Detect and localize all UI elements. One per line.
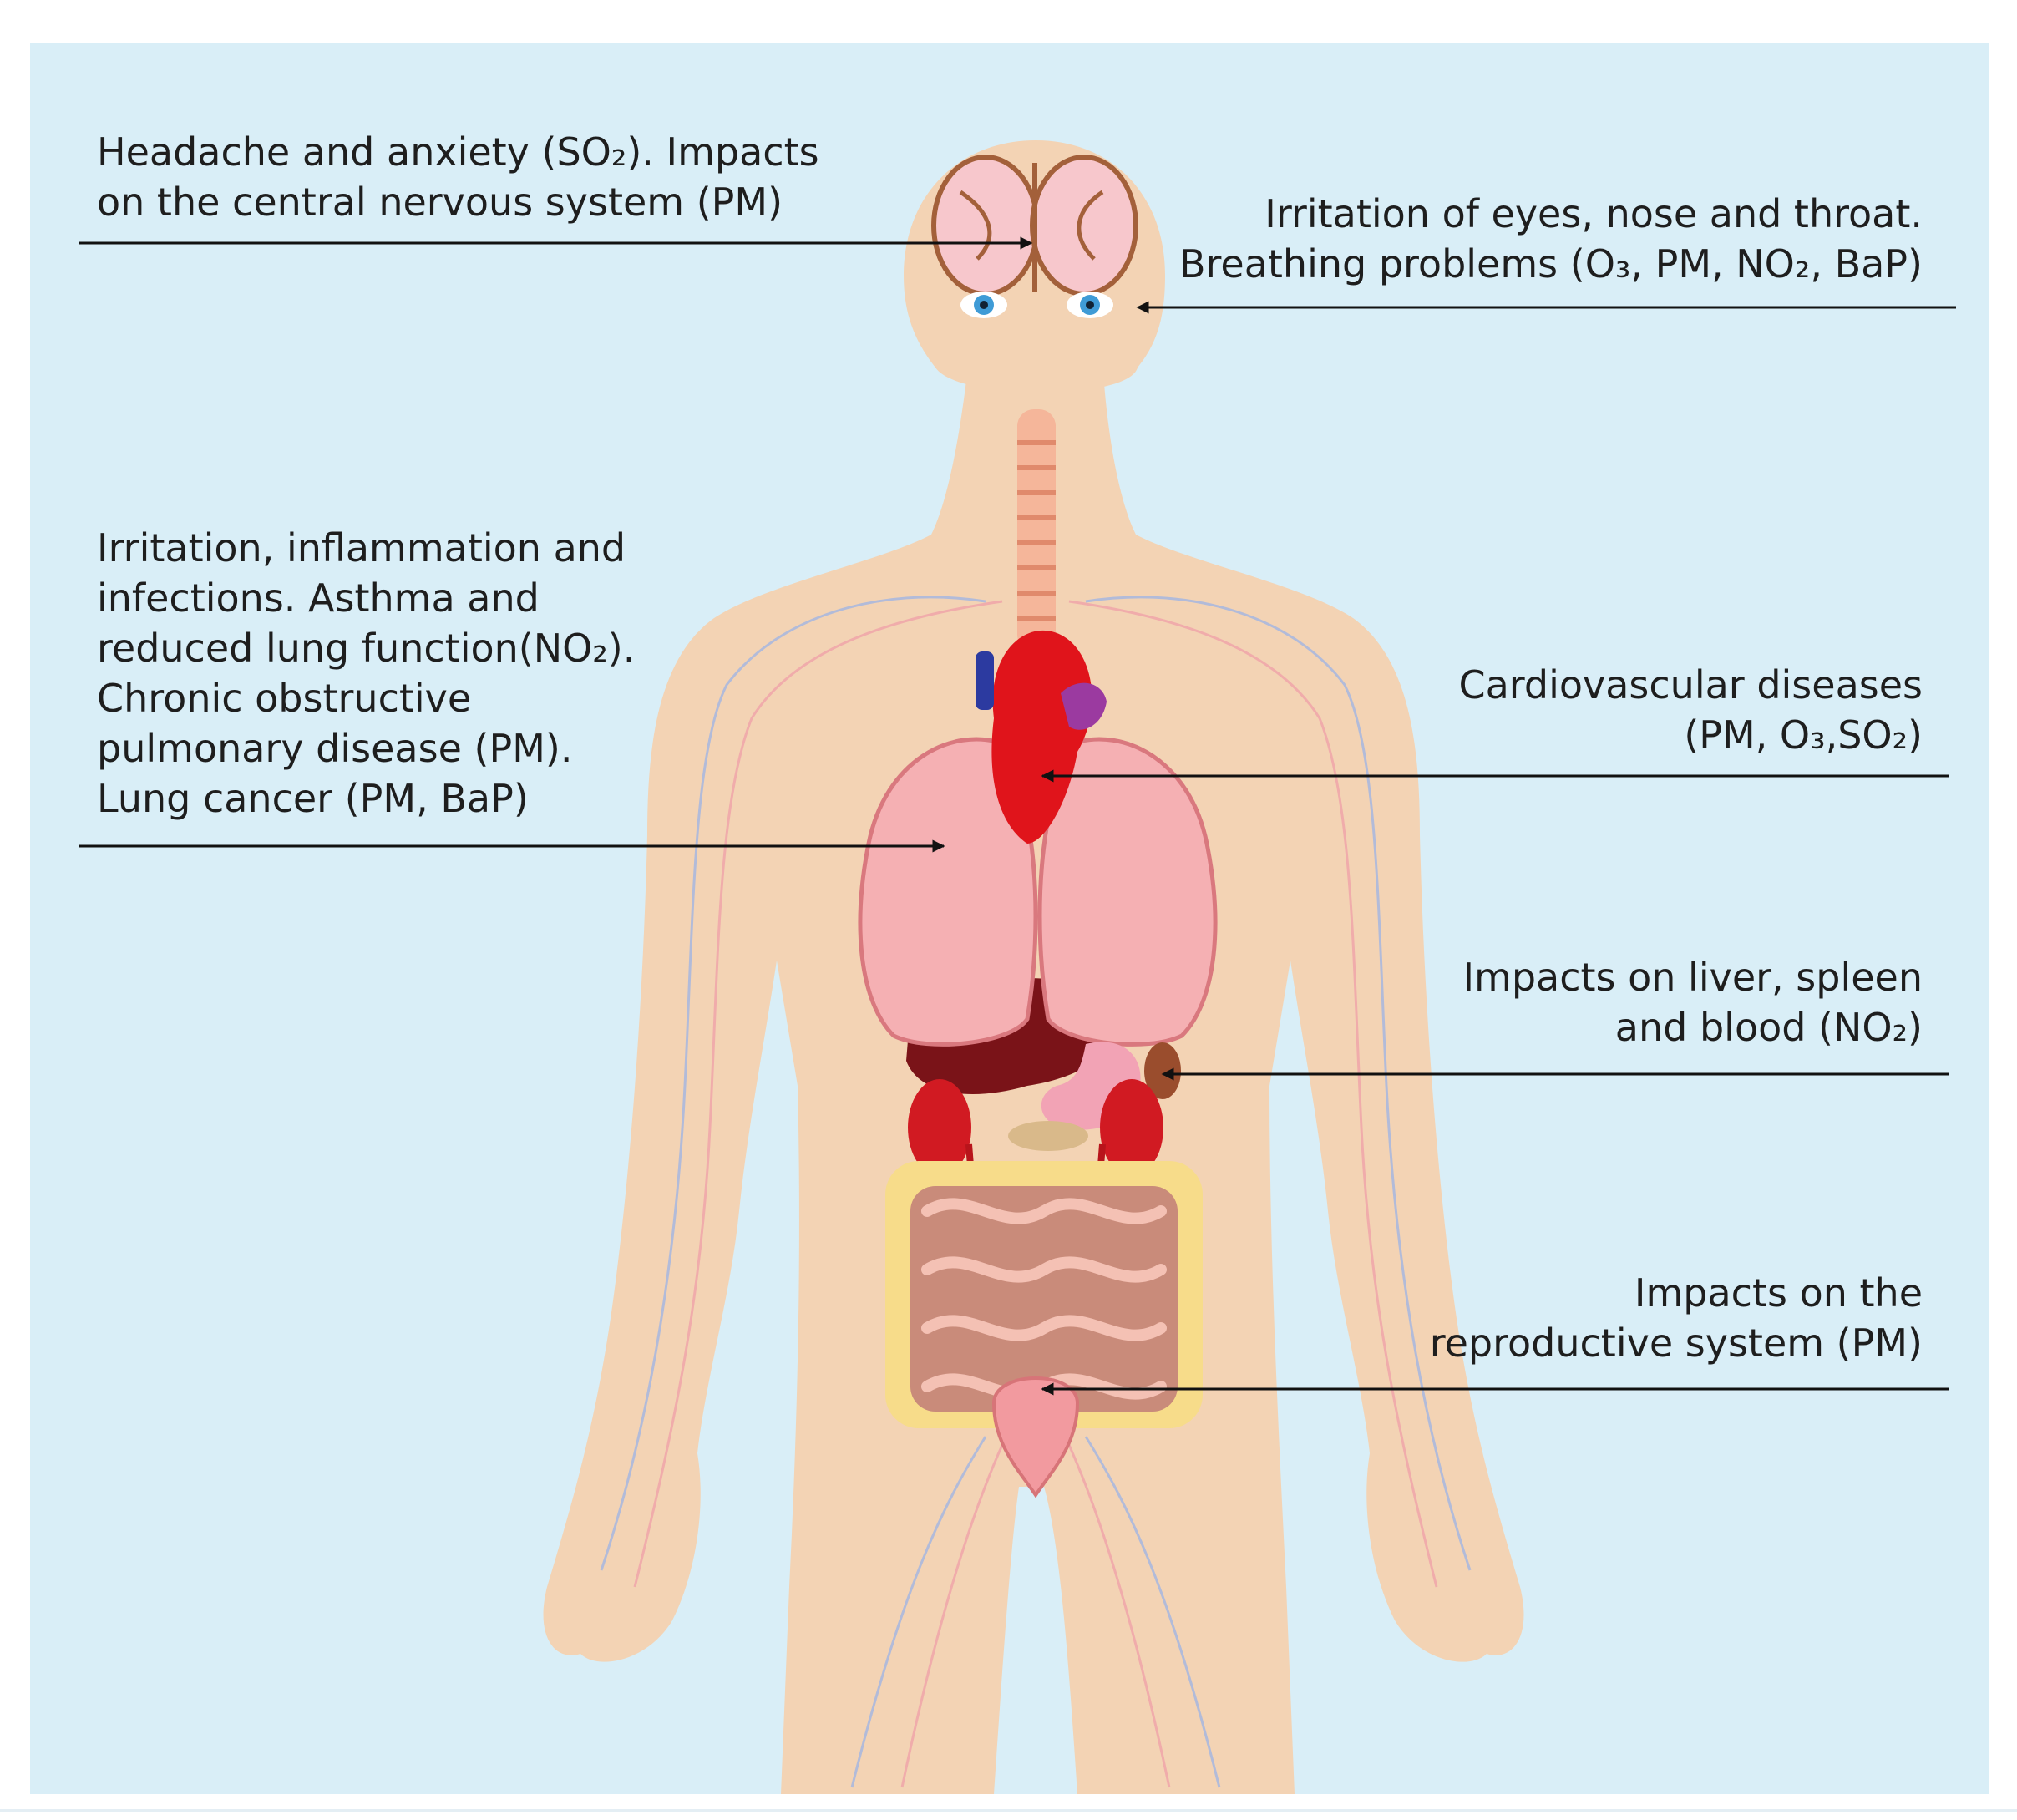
label-line: Irritation, inflammation and <box>97 525 626 570</box>
pancreas-illustration <box>1008 1121 1088 1151</box>
trachea-illustration <box>1017 409 1056 651</box>
label-line: reduced lung function(NO₂). <box>97 626 636 671</box>
label-eyes: Irritation of eyes, nose and throat. Bre… <box>1069 189 1923 289</box>
label-heart: Cardiovascular diseases (PM, O₃,SO₂) <box>1253 660 1923 760</box>
heart-illustration <box>976 630 1107 844</box>
bottom-rule <box>0 1809 2017 1812</box>
lungs-illustration <box>858 737 1218 1047</box>
bladder-illustration <box>991 1376 1080 1498</box>
blood-vessels <box>600 596 1472 1788</box>
label-line: Headache and anxiety (SO₂). Impacts <box>97 129 819 175</box>
label-line: Cardiovascular diseases <box>1458 662 1923 707</box>
label-line: pulmonary disease (PM). <box>97 726 573 771</box>
label-lungs: Irritation, inflammation and infections.… <box>97 523 635 824</box>
label-line: Lung cancer (PM, BaP) <box>97 776 529 821</box>
pointer-arrows <box>79 236 1956 1396</box>
label-line: reproductive system (PM) <box>1429 1321 1923 1366</box>
eyes-illustration <box>960 292 1113 318</box>
label-liver: Impacts on liver, spleen and blood (NO₂) <box>1253 952 1923 1052</box>
label-line: Impacts on the <box>1634 1270 1923 1316</box>
label-line: and blood (NO₂) <box>1614 1005 1923 1050</box>
intestines-illustration <box>885 1161 1203 1428</box>
label-line: Chronic obstructive <box>97 676 472 721</box>
label-line: on the central nervous system (PM) <box>97 180 783 225</box>
label-line: (PM, O₃,SO₂) <box>1684 712 1923 758</box>
label-line: infections. Asthma and <box>97 575 540 621</box>
label-brain: Headache and anxiety (SO₂). Impacts on t… <box>97 127 819 227</box>
label-line: Irritation of eyes, nose and throat. <box>1264 191 1923 236</box>
label-line: Impacts on liver, spleen <box>1462 955 1923 1000</box>
label-reproductive: Impacts on the reproductive system (PM) <box>1253 1268 1923 1368</box>
label-line: Breathing problems (O₃, PM, NO₂, BaP) <box>1178 241 1923 286</box>
